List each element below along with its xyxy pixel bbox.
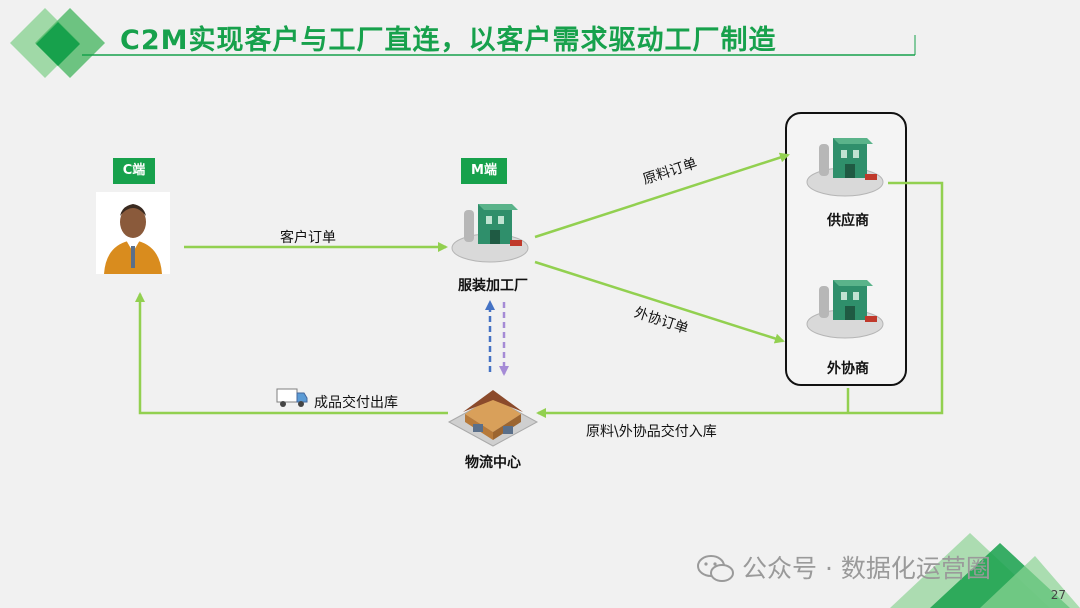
truck-icon: [276, 388, 308, 407]
customer-order-label: 客户订单: [280, 230, 336, 246]
finished-delivery-label: 成品交付出库: [314, 395, 398, 411]
wechat-icon: [697, 555, 734, 582]
supplier-factory-icon: [806, 138, 884, 197]
outsourcer-factory-icon: [806, 280, 884, 339]
factory-label: 服装加工厂: [458, 278, 528, 294]
m-end-tag: M端: [461, 158, 507, 184]
material-delivery-label: 原料\外协品交付入库: [586, 424, 717, 440]
corner-decoration-top: [10, 8, 105, 78]
outsourcer-label: 外协商: [827, 361, 869, 377]
page-number: 27: [1050, 588, 1066, 602]
supplier-label: 供应商: [827, 213, 869, 229]
factory-icon: [451, 204, 529, 263]
corner-decoration-bottom: [890, 533, 1080, 608]
supplier-group-box: [785, 112, 907, 386]
c-end-tag: C端: [113, 158, 155, 184]
watermark-text: 公众号 · 数据化运营圈: [742, 554, 991, 583]
material-delivery-arrow: [536, 181, 944, 418]
title-underline: [82, 35, 916, 56]
page-title: C2M实现客户与工厂直连，以客户需求驱动工厂制造: [120, 25, 777, 56]
person-icon: [104, 204, 162, 274]
finished-delivery-arrow: [135, 292, 448, 415]
customer-avatar: [96, 192, 170, 274]
warehouse-icon: [447, 390, 539, 447]
logistics-label: 物流中心: [465, 455, 521, 471]
material-order-arrow: [534, 152, 790, 239]
outsource-order-arrow: [534, 260, 785, 344]
